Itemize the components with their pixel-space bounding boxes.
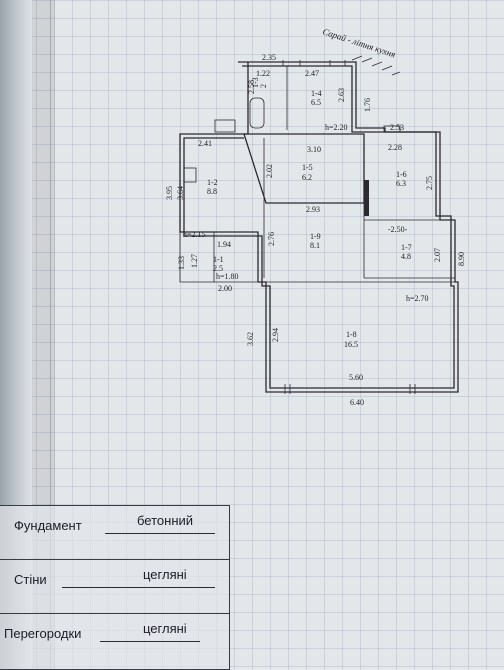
dim-3-62: 3.62 — [246, 332, 255, 346]
dim-2-53: 2.53 — [390, 123, 404, 132]
dim-6-40: 6.40 — [350, 398, 364, 407]
room-area-1-3: 2 — [259, 84, 268, 88]
foundation-row: Фундамент бетонний — [0, 506, 229, 560]
construction-info-table: Фундамент бетонний Стіни цегляні Перегор… — [0, 505, 230, 670]
partitions-row: Перегородки цегляні — [0, 614, 229, 668]
room-area-1-5: 6.2 — [302, 173, 312, 182]
dim-2-76: 2.76 — [267, 232, 276, 246]
dim-2-75: 2.75 — [425, 176, 434, 190]
partitions-label: Перегородки — [4, 626, 82, 641]
room-id-1-3: 1-3 — [251, 77, 260, 88]
dim-1-22: 1.22 — [256, 69, 270, 78]
walls-underline — [62, 587, 215, 588]
room-id-1-7: 1-7 — [401, 243, 412, 252]
dim-h-1-80: h=1.80 — [216, 272, 239, 281]
dim-3-10: 3.10 — [307, 145, 321, 154]
room-id-1-8: 1-8 — [346, 330, 357, 339]
room-area-1-1: 2.5 — [213, 264, 223, 273]
dim-8-90: 8.90 — [457, 252, 466, 266]
dim-h-2-15: h=2.15 — [183, 230, 206, 239]
foundation-value: бетонний — [137, 513, 194, 528]
room-id-1-5: 1-5 — [302, 163, 313, 172]
walls-value: цегляні — [143, 567, 187, 582]
dim-1-76: 1.76 — [363, 98, 372, 112]
dim-1-33: 1.33 — [177, 256, 186, 270]
room-id-1-9: 1-9 — [310, 232, 321, 241]
room-area-1-6: 6.3 — [396, 179, 406, 188]
floor-plan: Сарай - літня кухня 1-1 2.5 1-2 8.8 1-3 … — [165, 26, 466, 407]
room-id-1-6: 1-6 — [396, 170, 407, 179]
dim-2-07: 2.07 — [433, 248, 442, 262]
dim-2-28: 2.28 — [388, 143, 402, 152]
room-area-1-4: 6.5 — [311, 98, 321, 107]
room-area-1-8: 16.5 — [344, 340, 358, 349]
dim-1-94: 1.94 — [217, 240, 231, 249]
room-id-1-1: 1-1 — [213, 255, 224, 264]
partitions-underline — [100, 641, 200, 642]
room-area-1-7: 4.8 — [401, 252, 411, 261]
dim-h-2-70: h=2.70 — [406, 294, 429, 303]
room-area-1-2: 8.8 — [207, 187, 217, 196]
dim-2-41: 2.41 — [198, 139, 212, 148]
dim-3-95: 3.95 — [165, 186, 174, 200]
room-area-1-9: 8.1 — [310, 241, 320, 250]
foundation-underline — [105, 533, 215, 534]
foundation-label: Фундамент — [14, 518, 82, 533]
dim-2-94: 2.94 — [271, 328, 280, 342]
dim-2-58: 2.58 — [247, 80, 256, 94]
dim-5-60: 5.60 — [349, 373, 363, 382]
dim-2-35: 2.35 — [262, 53, 276, 62]
dim-2-63: 2.63 — [337, 88, 346, 102]
dim-2-50: -2.50- — [388, 225, 408, 234]
dim-1-27: 1.27 — [190, 254, 199, 268]
partitions-value: цегляні — [143, 621, 187, 636]
room-id-1-2: 1-2 — [207, 178, 218, 187]
plan-annotation: Сарай - літня кухня — [321, 26, 396, 59]
walls-row: Стіни цегляні — [0, 560, 229, 614]
margin-line — [50, 0, 51, 670]
dim-2-00: 2.00 — [218, 284, 232, 293]
dim-3-64: 3.64 — [176, 186, 185, 200]
dim-h-2-20: h=2.20 — [325, 123, 348, 132]
dim-2-47: 2.47 — [305, 69, 319, 78]
dim-2-93: 2.93 — [306, 205, 320, 214]
dim-2-02: 2.02 — [265, 164, 274, 178]
walls-label: Стіни — [14, 572, 47, 587]
room-id-1-4: 1-4 — [311, 89, 322, 98]
